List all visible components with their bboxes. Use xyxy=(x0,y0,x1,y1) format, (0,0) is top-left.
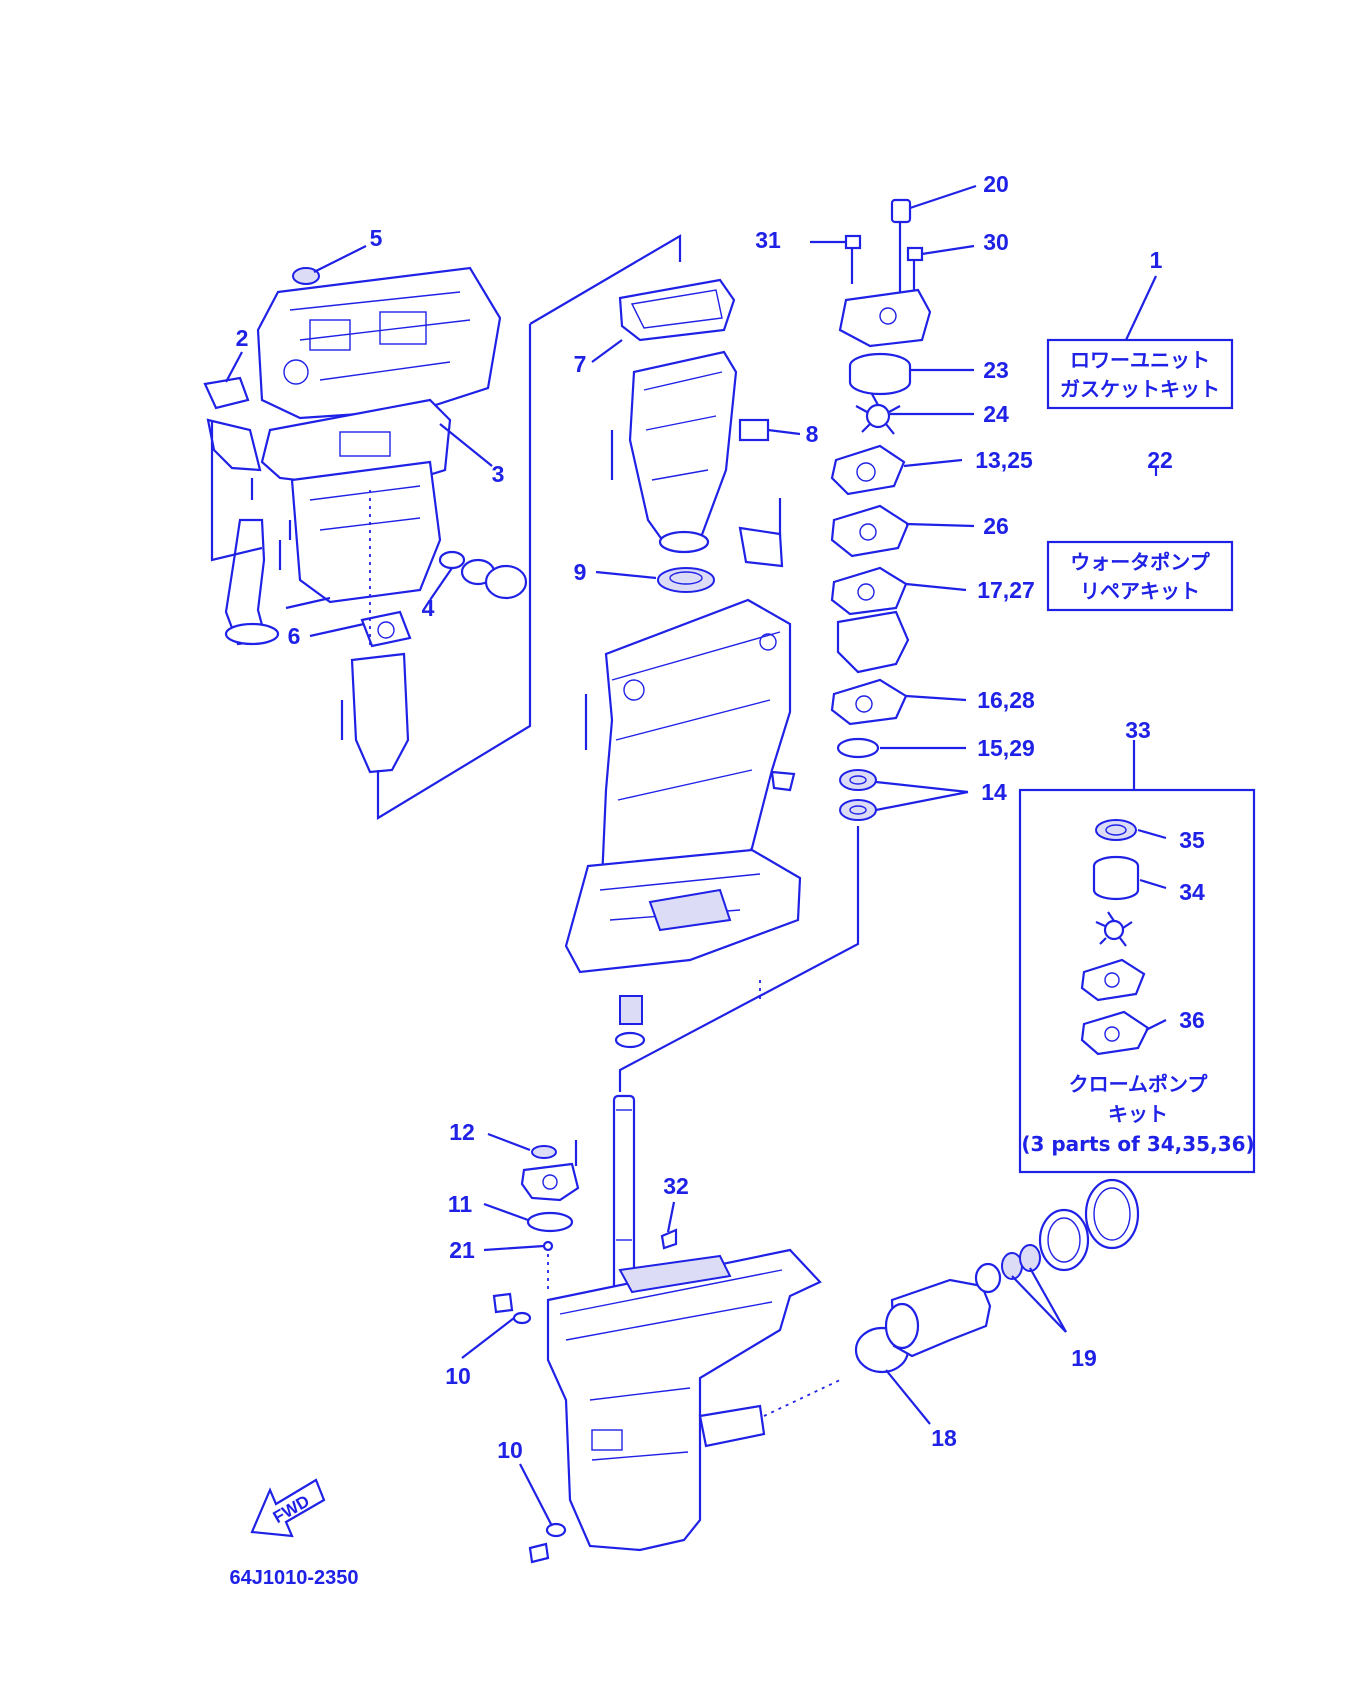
callout-8: 8 xyxy=(806,421,819,447)
callout-9: 9 xyxy=(574,559,587,585)
callout-1: 1 xyxy=(1150,247,1163,273)
callout-5: 5 xyxy=(370,225,383,251)
callout-20: 20 xyxy=(983,171,1009,197)
callout-35: 35 xyxy=(1179,827,1205,853)
callout-16-28: 16,28 xyxy=(977,687,1035,713)
gasket-kit-line2: ガスケットキット xyxy=(1060,377,1220,401)
callout-3: 3 xyxy=(492,461,505,487)
chrome-pump-kit-line2: キット xyxy=(1108,1102,1168,1126)
water-pump-group xyxy=(618,198,932,1092)
water-pump-kit-box: ウォータポンプ リペアキット xyxy=(1046,540,1234,612)
leader-lines xyxy=(225,184,1167,1527)
water-pump-kit-line2: リペアキット xyxy=(1080,579,1200,603)
gasket-kit-box: ロワーユニット ガスケットキット xyxy=(1046,338,1234,410)
drive-shaft-housing-group xyxy=(564,278,802,1049)
callout-19: 19 xyxy=(1071,1345,1097,1371)
callout-30: 30 xyxy=(983,229,1009,255)
callout-14: 14 xyxy=(981,779,1007,805)
callout-12: 12 xyxy=(449,1119,475,1145)
callout-10-top: 10 xyxy=(445,1363,471,1389)
gasket-kit-line1: ロワーユニット xyxy=(1070,348,1210,372)
callout-23: 23 xyxy=(983,357,1009,383)
upper-casing-group xyxy=(203,234,682,820)
callout-22: 22 xyxy=(1147,447,1173,473)
callout-11: 11 xyxy=(448,1191,473,1217)
impeller xyxy=(855,393,901,435)
callout-21: 21 xyxy=(449,1237,475,1263)
callout-31: 31 xyxy=(755,227,781,253)
callout-10-bottom: 10 xyxy=(497,1437,523,1463)
callout-36: 36 xyxy=(1179,1007,1205,1033)
drawing-code: 64J1010-2350 xyxy=(229,1567,358,1589)
callout-numbers: 1 2 3 4 5 6 7 8 9 10 10 11 12 13,25 14 1… xyxy=(236,171,1205,1463)
chrome-pump-kit-line1: クロームポンプ xyxy=(1069,1072,1209,1096)
fwd-arrow: FWD xyxy=(250,1478,326,1538)
callout-17-27: 17,27 xyxy=(977,577,1035,603)
callout-24: 24 xyxy=(983,401,1009,427)
callout-4: 4 xyxy=(422,595,435,621)
callout-7: 7 xyxy=(574,351,587,377)
callout-2: 2 xyxy=(236,325,249,351)
chrome-pump-kit-line3: (3 parts of 34,35,36) xyxy=(1021,1132,1254,1156)
callout-33: 33 xyxy=(1125,717,1151,743)
callout-15-29: 15,29 xyxy=(977,735,1035,761)
callout-6: 6 xyxy=(288,623,301,649)
chrome-pump-kit-box: クロームポンプ キット (3 parts of 34,35,36) xyxy=(1018,788,1256,1174)
water-pump-kit-line1: ウォータポンプ xyxy=(1070,550,1210,574)
callout-18: 18 xyxy=(931,1425,957,1451)
callout-13-25: 13,25 xyxy=(975,447,1033,473)
lower-unit-group xyxy=(492,1094,1140,1564)
callout-32: 32 xyxy=(663,1173,689,1199)
callout-26: 26 xyxy=(983,513,1009,539)
callout-34: 34 xyxy=(1179,879,1205,905)
